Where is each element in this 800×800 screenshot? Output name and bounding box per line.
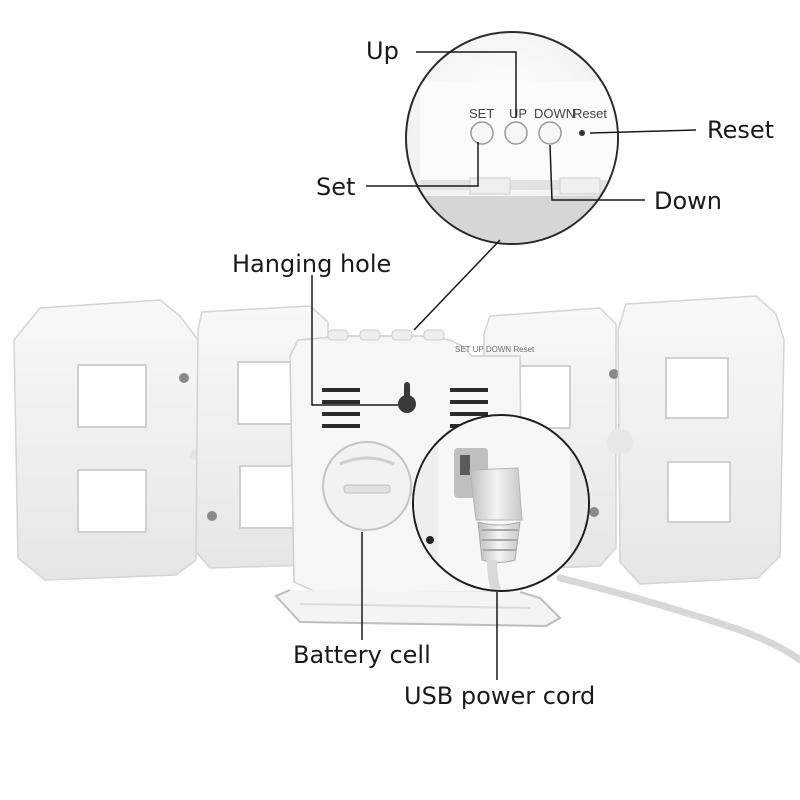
down-button[interactable] — [538, 121, 562, 145]
leader-lines — [311, 51, 697, 680]
leader-zoom1 — [413, 239, 501, 331]
battery-cover — [322, 441, 412, 531]
set-button[interactable] — [470, 121, 494, 145]
vent-slots-left — [322, 388, 360, 428]
leader-set — [366, 142, 479, 187]
label-hanging-hole: Hanging hole — [232, 250, 392, 278]
digit-frame-1 — [13, 299, 200, 581]
label-down: Down — [654, 187, 723, 215]
leader-up — [416, 51, 517, 118]
reset-pinhole[interactable] — [579, 130, 585, 136]
label-reset: Reset — [707, 116, 775, 144]
leader-down — [549, 144, 645, 201]
button-marking-down: DOWN — [534, 106, 575, 121]
digit-frame-4 — [607, 295, 785, 585]
zoom-circle-usb — [412, 414, 590, 592]
label-battery-cell: Battery cell — [293, 641, 431, 669]
leader-hanging-hole — [311, 275, 398, 406]
leader-reset — [589, 129, 697, 134]
screw-icon — [179, 373, 189, 383]
label-usb-power-cord: USB power cord — [404, 682, 596, 710]
zoom-circle-buttons: SET UP DOWN Reset — [405, 31, 619, 245]
hanging-hole — [398, 382, 416, 413]
screw-icon — [207, 511, 217, 521]
cord-tail — [556, 574, 800, 664]
base-stand — [274, 589, 562, 628]
up-button[interactable] — [504, 121, 528, 145]
button-marking-reset: Reset — [573, 106, 607, 121]
screw-icon — [589, 507, 599, 517]
button-marking-set: SET — [469, 106, 494, 121]
button-marking-up: UP — [509, 106, 527, 121]
label-set: Set — [316, 173, 356, 201]
back-panel-markings: SET UP DOWN Reset — [455, 345, 535, 354]
screw-icon — [609, 369, 619, 379]
label-up: Up — [366, 37, 399, 65]
